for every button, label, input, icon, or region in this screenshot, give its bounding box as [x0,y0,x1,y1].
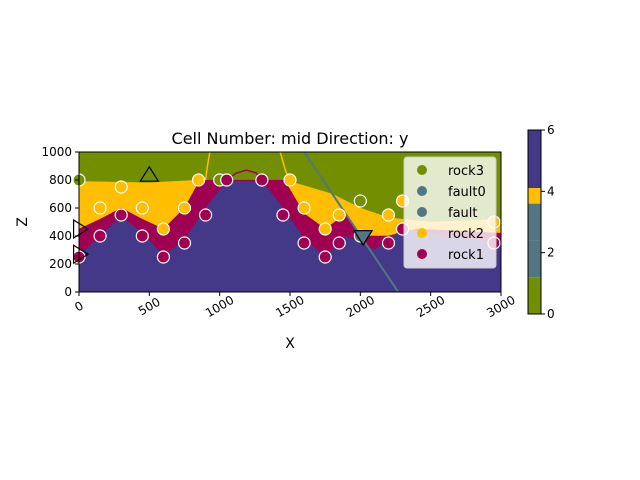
colorbar-tick-label: 4 [547,184,555,198]
chart-title: Cell Number: mid Direction: y [172,129,409,148]
point-rock2 [332,208,346,222]
x-tick-label: 2000 [344,293,377,320]
orientation-marker [72,244,90,265]
colorbar: 0 2 4 6 [527,123,555,321]
point-rock1 [114,208,128,222]
y-tick-label: 400 [49,229,72,243]
x-tick-label: 2500 [414,293,447,320]
legend-label-rock1: rock1 [448,248,484,263]
colorbar-band [528,277,541,314]
colorbar-frame [527,129,542,315]
legend-marker-rock1 [417,249,427,259]
colorbar-tick-label: 2 [547,246,555,260]
point-rock2 [381,208,396,222]
orientation-marker [353,230,374,247]
orientation-marker [72,218,90,240]
colorbar-tick-label: 6 [547,123,555,137]
point-rock2 [114,180,128,194]
contour-line-0 [204,152,211,181]
x-tick-label: 500 [136,295,163,319]
x-tick-label: 1000 [203,293,236,320]
point-rock1 [93,229,107,243]
legend-box [403,156,497,269]
colorbar-tick-label: 0 [547,307,555,321]
point-rock2 [93,201,107,215]
legend-marker-rock2 [417,228,427,238]
y-axis-label: Z [15,217,31,227]
point-rock1 [297,236,311,250]
x-tick-label: 1500 [273,293,306,320]
point-rock1 [276,208,290,222]
point-rock1 [255,173,269,187]
y-tick-label: 0 [64,285,72,299]
point-rock2 [135,201,149,215]
y-tick-label: 800 [49,173,72,187]
legend-label-fault0: fault0 [448,185,486,200]
point-rock1 [156,250,170,264]
point-rock1 [177,236,192,250]
colorbar-band-top [528,130,541,188]
x-axis: 0 500 1000 1500 2000 2500 3000 [72,292,518,320]
legend-label-rock2: rock2 [448,227,484,242]
legend-marker-fault0 [417,186,427,196]
legend-label-fault: fault [448,206,478,221]
point-rock2 [177,201,192,215]
colorbar-band [528,203,541,241]
point-rock2 [191,173,206,187]
y-tick-label: 200 [49,257,72,271]
legend-marker-fault [417,207,427,217]
point-rock3 [353,194,367,208]
point-rock2 [297,201,311,215]
legend: rock3 fault0 fault rock2 rock1 [403,156,497,269]
x-axis-label: X [285,336,295,352]
y-tick-label: 1000 [41,145,72,159]
colorbar-band [528,240,541,278]
point-rock2 [283,173,297,187]
legend-label-rock3: rock3 [448,164,484,179]
point-rock2 [318,222,332,236]
fault-line [303,152,400,292]
point-rock1 [332,236,346,250]
orientation-marker [139,165,160,182]
point-rock1 [220,173,234,187]
y-axis: 0 200 400 600 800 1000 [41,145,79,299]
point-rock1 [318,250,332,264]
point-rock1 [199,208,213,222]
x-tick-label: 3000 [484,293,517,320]
y-tick-label: 600 [49,201,72,215]
point-rock1 [381,236,396,250]
x-tick-label: 0 [72,299,86,315]
data-markers [72,165,501,265]
legend-marker-rock3 [417,165,427,175]
point-rock2 [156,222,170,236]
point-rock1 [135,229,149,243]
